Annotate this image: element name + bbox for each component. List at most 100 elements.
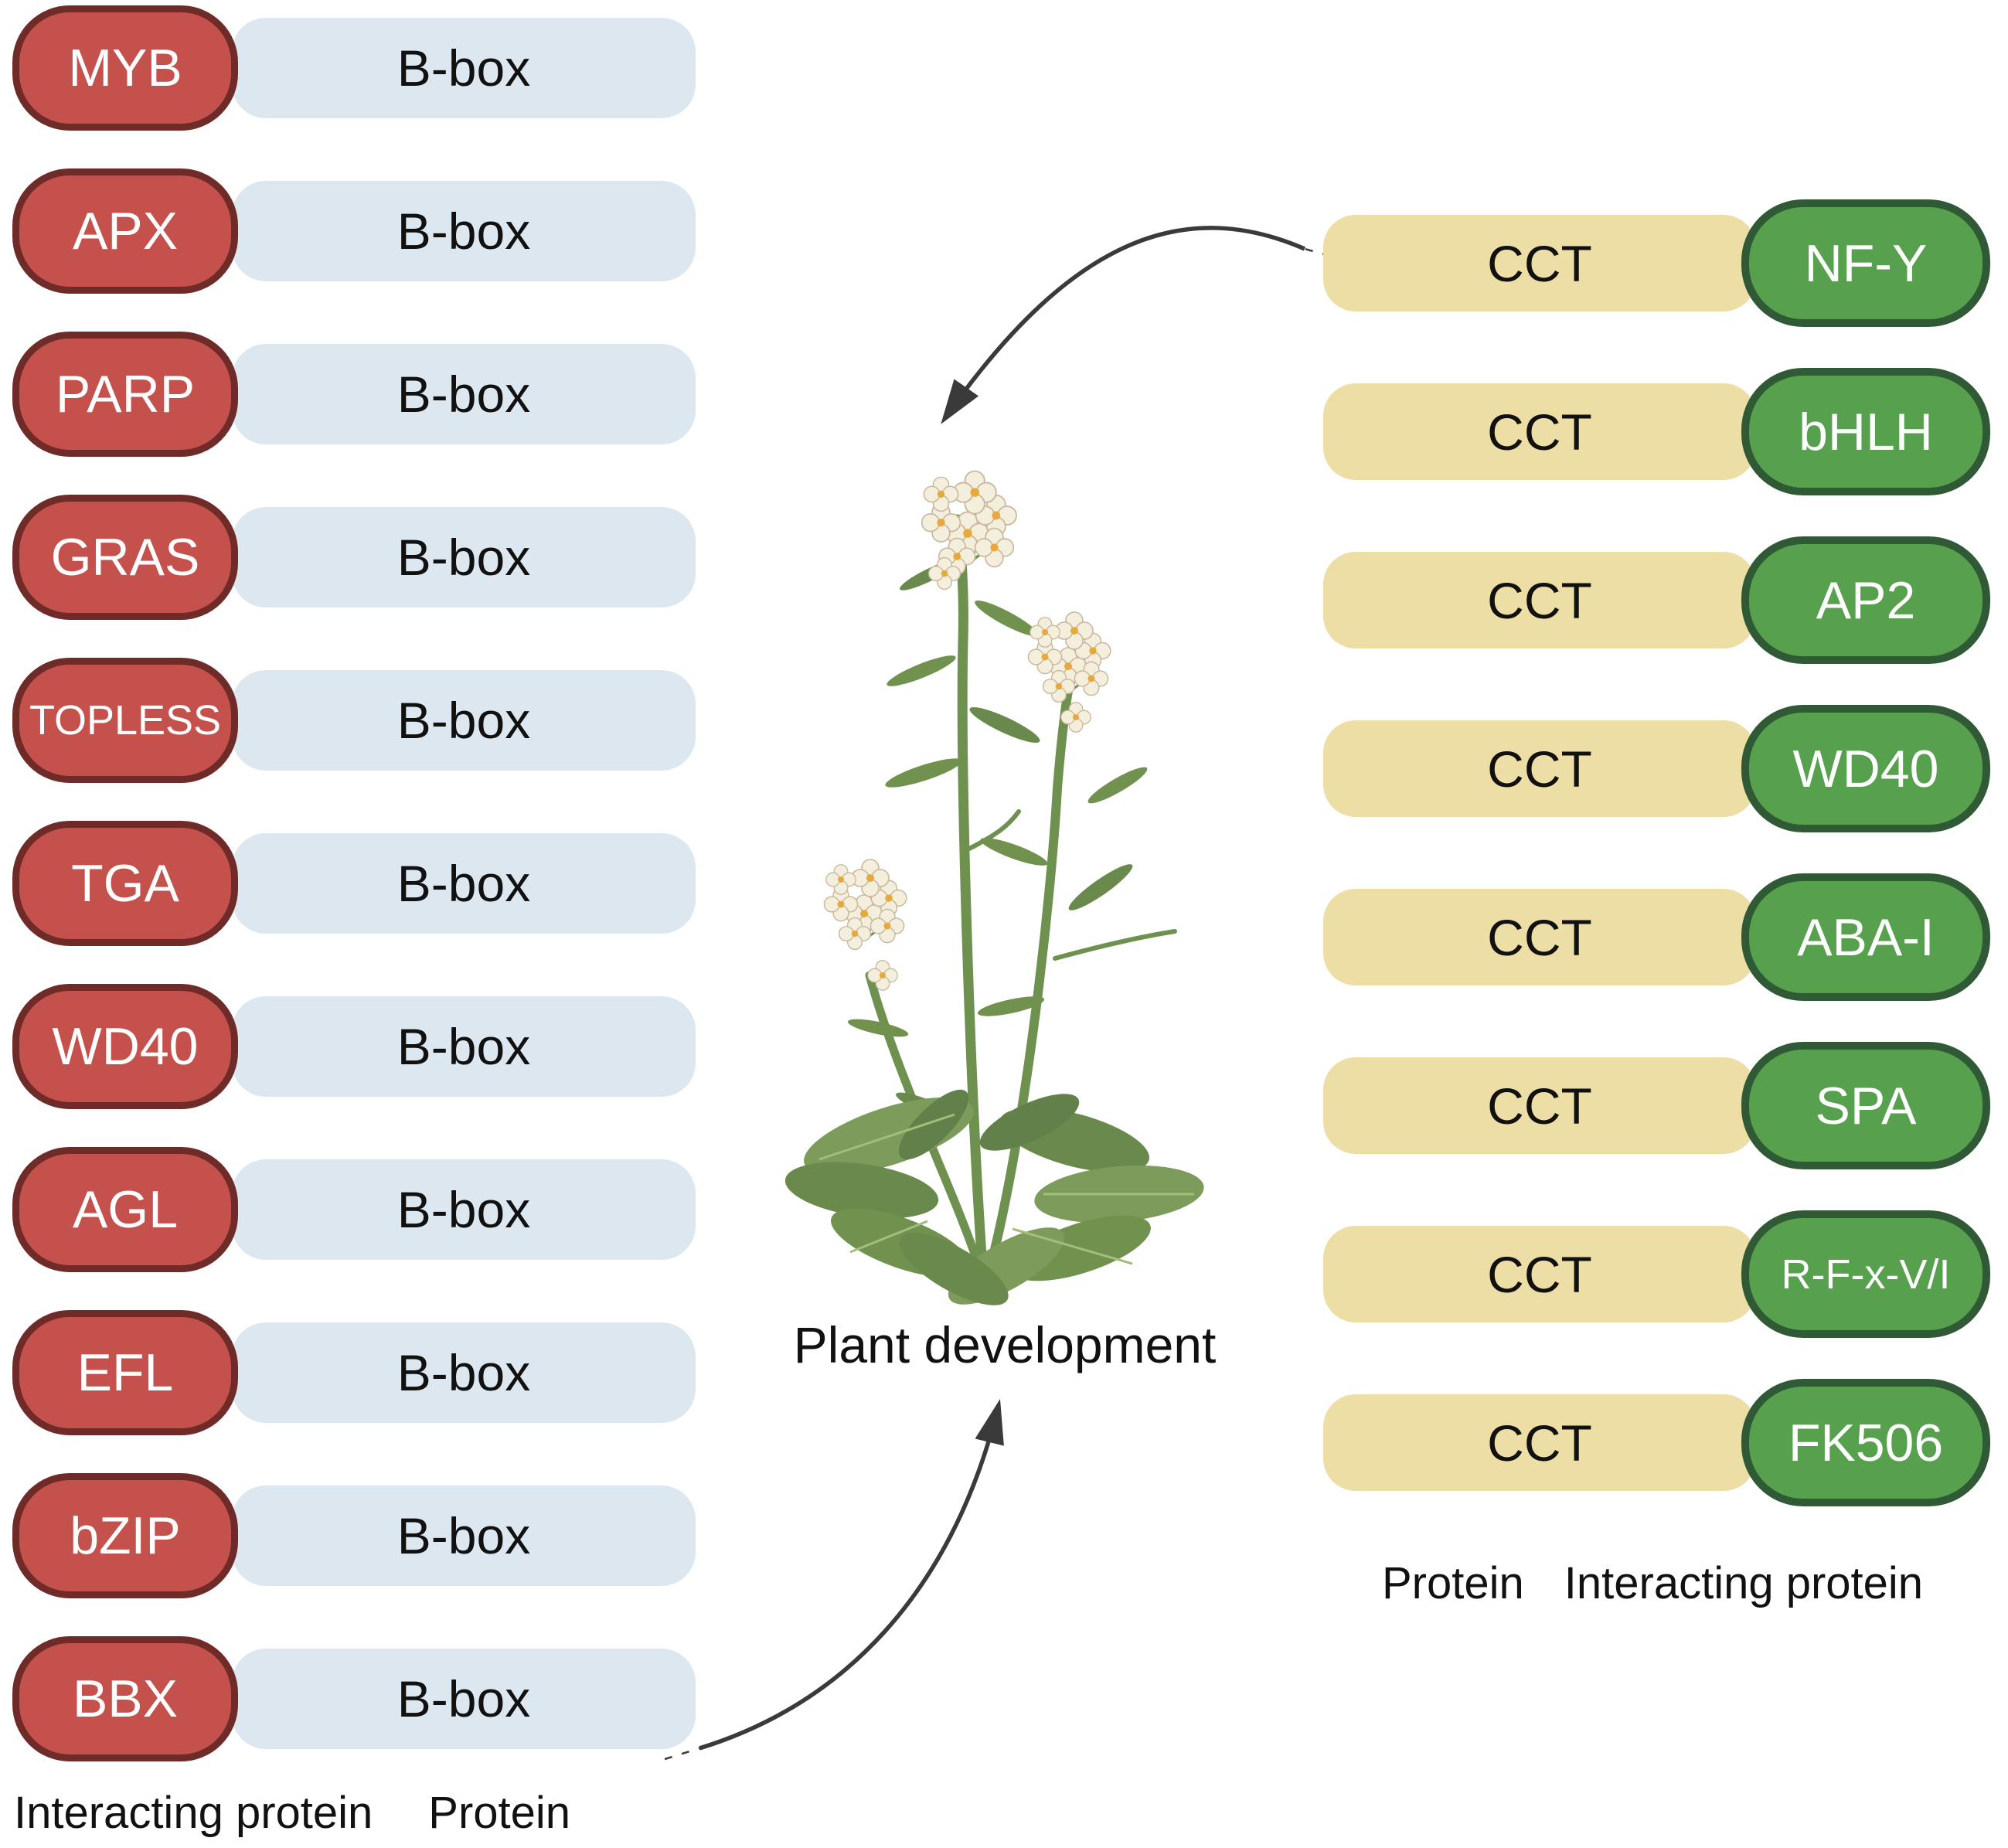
domain-box: CCT — [1323, 1057, 1756, 1154]
left-row: B-box WD40 — [0, 984, 703, 1109]
legend-interacting-protein: Interacting protein — [1564, 1558, 1924, 1608]
domain-box: CCT — [1323, 889, 1756, 985]
interacting-protein-label: BBX — [72, 1669, 179, 1728]
domain-box: B-box — [232, 996, 696, 1097]
domain-box: CCT — [1323, 552, 1756, 648]
domain-label: B-box — [396, 39, 531, 97]
domain-box: B-box — [232, 1649, 696, 1749]
interacting-protein-pill: BBX — [12, 1636, 238, 1761]
domain-label: CCT — [1487, 908, 1592, 966]
domain-box: CCT — [1323, 215, 1756, 311]
legend-protein: Protein — [1382, 1558, 1524, 1608]
domain-box: B-box — [232, 670, 696, 771]
right-column-legend: Protein Interacting protein — [1382, 1557, 1923, 1609]
left-row: B-box TOPLESS — [0, 658, 703, 783]
interacting-protein-label: NF-Y — [1804, 233, 1928, 293]
domain-box: B-box — [232, 18, 696, 118]
interacting-protein-pill: PARP — [12, 332, 238, 457]
plant-rosette — [784, 1089, 1204, 1305]
domain-label: B-box — [396, 366, 531, 423]
interacting-protein-pill: NF-Y — [1741, 199, 1990, 327]
domain-box: B-box — [232, 507, 696, 607]
left-row: B-box PARP — [0, 332, 703, 457]
interacting-protein-label: WD40 — [52, 1017, 199, 1076]
interacting-protein-label: APX — [72, 202, 179, 260]
interacting-protein-label: WD40 — [1792, 739, 1939, 798]
left-row: B-box TGA — [0, 821, 703, 946]
domain-label: CCT — [1487, 1077, 1592, 1135]
domain-label: CCT — [1487, 1245, 1592, 1303]
interacting-protein-pill: TGA — [12, 821, 238, 946]
domain-label: CCT — [1487, 403, 1592, 461]
interacting-protein-pill: APX — [12, 168, 238, 294]
domain-label: B-box — [396, 1018, 531, 1075]
right-row: CCT bHLH — [1323, 368, 1993, 495]
interacting-protein-label: ABA-I — [1797, 907, 1935, 967]
interacting-protein-pill: ABA-I — [1741, 873, 1990, 1001]
right-row: CCT WD40 — [1323, 705, 1993, 832]
domain-label: CCT — [1487, 740, 1592, 798]
arrow-bbox-to-plant — [699, 1398, 1004, 1751]
interacting-protein-label: AGL — [72, 1180, 179, 1239]
interacting-protein-label: SPA — [1815, 1076, 1917, 1135]
domain-box: B-box — [232, 181, 696, 281]
domain-box: B-box — [232, 1486, 696, 1586]
domain-label: B-box — [396, 1507, 531, 1564]
domain-label: B-box — [396, 529, 531, 586]
left-row: B-box GRAS — [0, 495, 703, 620]
domain-label: B-box — [396, 855, 531, 912]
arrow-bbox-to-plant-tail — [664, 1747, 700, 1761]
interacting-protein-label: EFL — [77, 1343, 174, 1402]
left-row: B-box MYB — [0, 5, 703, 131]
domain-box: B-box — [232, 833, 696, 934]
left-row: B-box APX — [0, 168, 703, 294]
interacting-protein-pill: bHLH — [1741, 368, 1990, 495]
arabidopsis-plant-illustration — [784, 417, 1204, 1305]
legend-interacting-protein: Interacting protein — [14, 1788, 373, 1838]
right-row: CCT ABA-I — [1323, 873, 1993, 1001]
domain-box: B-box — [232, 1322, 696, 1423]
domain-label: B-box — [396, 1670, 531, 1727]
right-row: CCT NF-Y — [1323, 199, 1993, 327]
interacting-protein-pill: TOPLESS — [12, 658, 238, 783]
domain-label: B-box — [396, 692, 531, 749]
domain-box: CCT — [1323, 720, 1756, 817]
interacting-protein-pill: FK506 — [1741, 1379, 1990, 1506]
legend-protein: Protein — [428, 1788, 571, 1838]
interacting-protein-pill: WD40 — [1741, 705, 1990, 832]
domain-label: CCT — [1487, 234, 1592, 292]
domain-label: CCT — [1487, 571, 1592, 629]
interacting-protein-label: PARP — [55, 365, 196, 424]
arrow-cct-to-plant — [941, 226, 1306, 424]
plant-development-caption: Plant development — [793, 1316, 1217, 1373]
interacting-protein-label: FK506 — [1788, 1413, 1944, 1472]
domain-box: B-box — [232, 1159, 696, 1260]
interacting-protein-label: GRAS — [50, 528, 200, 587]
interacting-protein-pill: MYB — [12, 5, 238, 131]
interacting-protein-label: MYB — [68, 39, 182, 97]
right-row: CCT AP2 — [1323, 536, 1993, 664]
domain-box: CCT — [1323, 1226, 1756, 1322]
interacting-protein-pill: bZIP — [12, 1473, 238, 1598]
interacting-protein-label: AP2 — [1816, 570, 1916, 630]
interacting-protein-label: R-F-x-V/I — [1781, 1251, 1951, 1298]
domain-box: B-box — [232, 344, 696, 444]
domain-box: CCT — [1323, 1394, 1756, 1491]
domain-label: B-box — [396, 1181, 531, 1238]
domain-label: CCT — [1487, 1414, 1592, 1472]
left-row: B-box BBX — [0, 1636, 703, 1761]
interacting-protein-pill: GRAS — [12, 495, 238, 620]
interacting-protein-label: bZIP — [70, 1506, 181, 1565]
right-row: CCT FK506 — [1323, 1379, 1993, 1506]
interacting-protein-pill: AP2 — [1741, 536, 1990, 664]
interacting-protein-pill: AGL — [12, 1147, 238, 1272]
left-column-legend: Interacting protein Protein — [14, 1787, 570, 1839]
interacting-protein-pill: WD40 — [12, 984, 238, 1109]
interacting-protein-pill: R-F-x-V/I — [1741, 1210, 1990, 1338]
domain-label: B-box — [396, 1344, 531, 1401]
right-row: CCT R-F-x-V/I — [1323, 1210, 1993, 1338]
interacting-protein-label: TOPLESS — [29, 697, 222, 744]
left-row: B-box EFL — [0, 1310, 703, 1435]
interacting-protein-pill: SPA — [1741, 1042, 1990, 1169]
